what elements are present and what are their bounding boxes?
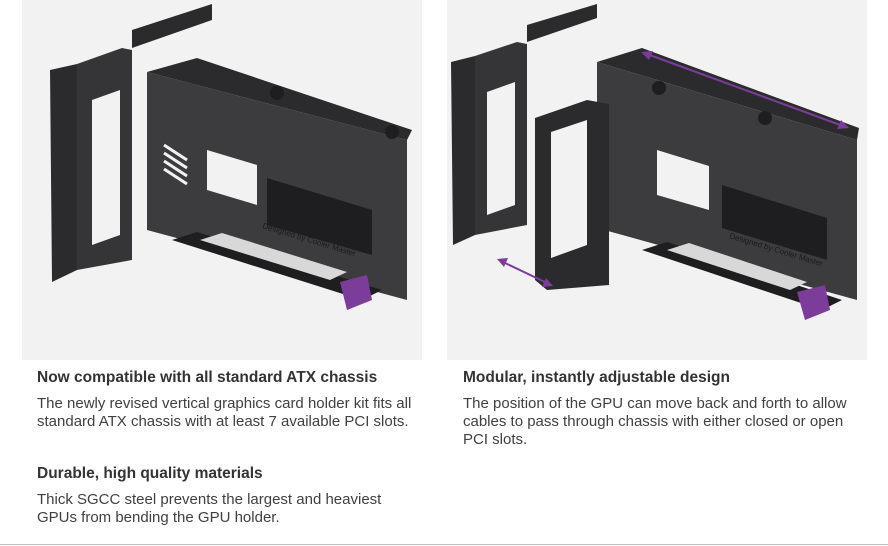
- plate-window: [207, 150, 257, 205]
- thumb-screw: [652, 81, 666, 95]
- feature-title: Modular, instantly adjustable design: [463, 369, 730, 386]
- product-image-fixed-holder: Designed by Cooler Master: [22, 0, 422, 360]
- plate-window: [657, 150, 709, 210]
- pcie-slot: [667, 243, 807, 290]
- thumb-screw: [385, 125, 399, 139]
- bracket-cutout: [92, 90, 120, 245]
- adjust-arrow-icon: [497, 258, 553, 287]
- feature-description: Thick SGCC steel prevents the largest an…: [37, 491, 382, 526]
- pci-slot-cover: [527, 4, 597, 42]
- rear-bracket: [451, 56, 475, 245]
- riser-base: [172, 232, 382, 300]
- vent-slots: [163, 143, 188, 186]
- thumb-screw: [758, 111, 772, 125]
- gpu-holder-adjustable-illustration: Designed by Cooler Master: [451, 4, 859, 320]
- rear-bracket: [50, 64, 77, 282]
- feature-atx-compatibility: Now compatible with all standard ATX cha…: [37, 369, 417, 431]
- plate-window-dark: [722, 185, 827, 260]
- movable-bracket-cutout: [551, 120, 587, 258]
- feature-modular-design: Modular, instantly adjustable design The…: [463, 369, 863, 449]
- bracket-cutout: [487, 82, 515, 215]
- riser-base: [642, 242, 842, 310]
- feature-title: Now compatible with all standard ATX cha…: [37, 369, 378, 386]
- gpu-holder-illustration: Designed by Cooler Master: [50, 4, 412, 310]
- adjust-arrow-icon: [641, 51, 849, 129]
- purple-latch: [340, 275, 372, 310]
- divider: [0, 544, 888, 545]
- plate-top-edge: [597, 48, 859, 140]
- purple-latch: [797, 285, 830, 320]
- thumb-screw: [270, 86, 284, 100]
- feature-durable-materials: Durable, high quality materials Thick SG…: [37, 465, 417, 527]
- feature-description: The newly revised vertical graphics card…: [37, 395, 412, 430]
- feature-description: The position of the GPU can move back an…: [463, 395, 847, 448]
- plate-window-dark: [267, 178, 372, 255]
- pcie-slot: [200, 233, 347, 280]
- feature-title: Durable, high quality materials: [37, 465, 263, 482]
- pci-slot-cover: [132, 4, 212, 48]
- product-image-adjustable-holder: Designed by Cooler Master: [447, 0, 867, 360]
